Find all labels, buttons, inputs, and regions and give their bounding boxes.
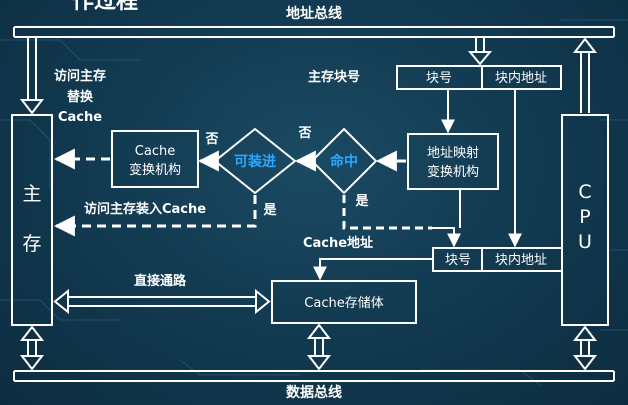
main-memory-box xyxy=(11,114,53,326)
cache-address-label: Cache地址 xyxy=(303,235,373,251)
cpu-char-u: U xyxy=(578,231,592,253)
address-bus-to-memory-arrow xyxy=(19,37,45,115)
address-bus xyxy=(13,26,615,38)
cache-storage-label: Cache存储体 xyxy=(304,296,383,311)
loadable-yes-to-memory-arrow xyxy=(53,195,257,237)
top-address-register xyxy=(396,65,562,90)
access-load-label: 访问主存装入Cache xyxy=(84,201,206,217)
hit-no-label: 否 xyxy=(297,126,311,141)
hit-decision-diamond xyxy=(310,127,378,195)
cache-replacement-unit xyxy=(111,130,199,188)
loadable-yes-label: 是 xyxy=(262,203,277,218)
mapping-unit-line-1: 地址映射 xyxy=(427,145,479,161)
loadable-decision-diamond xyxy=(213,127,297,195)
cpu-box xyxy=(561,114,609,326)
main-block-number-label: 主存块号 xyxy=(308,69,360,85)
main-memory-char-2: 存 xyxy=(22,233,41,255)
loadable-no-label: 否 xyxy=(204,132,218,147)
access-replace-label-2: 替换 xyxy=(67,89,94,105)
top-register-block-no: 块号 xyxy=(426,71,452,86)
data-bus xyxy=(13,370,615,382)
cache-replacement-line-1: Cache xyxy=(135,144,175,159)
top-register-offset: 块内地址 xyxy=(495,70,547,86)
hit-decision-label: 命中 xyxy=(329,153,358,170)
memory-data-bus-arrow xyxy=(19,325,45,371)
direct-path-arrow xyxy=(53,288,271,315)
cache-register-offset: 块内地址 xyxy=(495,252,547,268)
access-replace-label-1: 访问主存 xyxy=(54,68,106,84)
cpu-char-c: C xyxy=(578,181,591,203)
loadable-decision-label: 可装进 xyxy=(234,153,276,170)
cache-storage-box xyxy=(271,280,417,324)
mapping-unit-line-2: 变换机构 xyxy=(427,164,479,180)
cache-data-bus-arrow xyxy=(306,323,332,371)
cpu-data-bus-arrow xyxy=(572,325,598,371)
address-bus-to-register-arrow xyxy=(467,37,493,66)
access-replace-label-3: Cache xyxy=(58,110,102,125)
cache-address-to-storage-arrow xyxy=(313,258,433,281)
cache-register-block-no: 块号 xyxy=(445,253,471,268)
hit-yes-label: 是 xyxy=(354,194,369,209)
address-bus-label: 地址总线 xyxy=(286,5,342,22)
main-memory-char-1: 主 xyxy=(22,183,41,205)
direct-path-label: 直接通路 xyxy=(134,273,187,289)
hit-yes-to-cache-address-arrow xyxy=(342,195,432,230)
cache-replacement-line-2: 变换机构 xyxy=(129,162,181,178)
address-mapping-unit xyxy=(407,133,499,190)
heading-fragment: 作过程 xyxy=(72,0,138,14)
cpu-to-address-bus-arrow xyxy=(572,37,598,113)
data-bus-label: 数据总线 xyxy=(286,384,342,401)
cpu-char-p: P xyxy=(579,206,590,228)
